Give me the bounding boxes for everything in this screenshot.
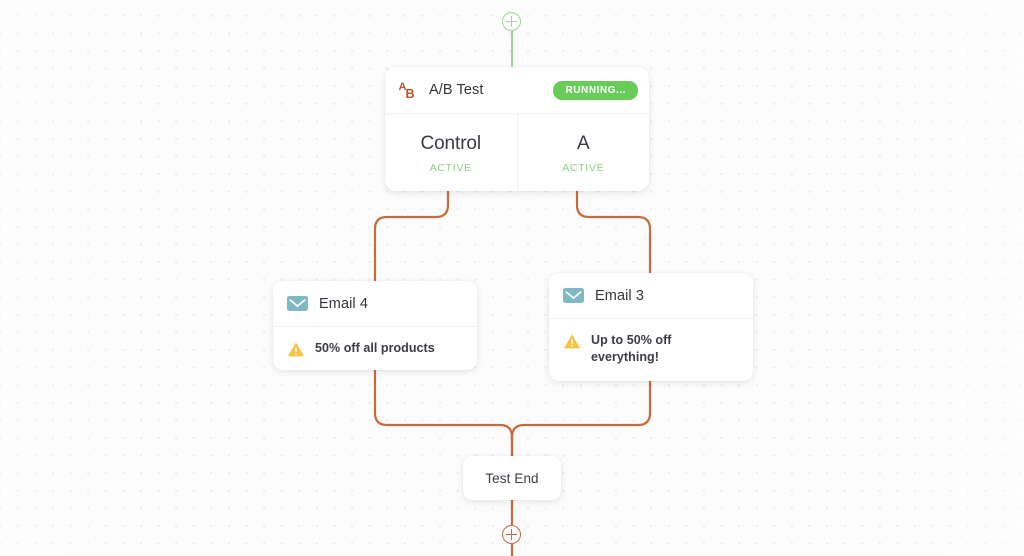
add-step-bottom-button[interactable] [502, 525, 521, 544]
test-end-label: Test End [485, 470, 539, 486]
email-header: Email 4 [273, 281, 477, 327]
ab-test-title: A/B Test [429, 82, 484, 98]
plus-icon [506, 16, 517, 27]
plus-icon [506, 529, 517, 540]
warning-triangle-icon [563, 333, 581, 350]
ab-test-node[interactable]: A B A/B Test RUNNING... Control ACTIVE A… [385, 67, 649, 191]
email-body: Up to 50% off everything! [549, 319, 753, 365]
edge-email4-to-testend [373, 368, 514, 458]
ab-test-header: A B A/B Test RUNNING... [385, 67, 649, 114]
ab-test-variants: Control ACTIVE A ACTIVE [385, 114, 649, 190]
status-badge: RUNNING... [552, 80, 638, 100]
edge-email3-to-testend [510, 379, 652, 458]
edge-variant-a-to-email3 [575, 189, 652, 275]
envelope-icon [563, 288, 584, 303]
variant-status: ACTIVE [429, 162, 472, 174]
warning-triangle-icon [287, 341, 305, 358]
email-subject: Up to 50% off everything! [591, 333, 672, 364]
variant-status: ACTIVE [562, 162, 605, 174]
ab-test-icon: A B [398, 79, 420, 101]
email-node-left[interactable]: Email 4 50% off all products [273, 281, 477, 370]
email-body: 50% off all products [273, 327, 477, 358]
edge-control-to-email4 [373, 189, 450, 283]
variant-a[interactable]: A ACTIVE [516, 114, 650, 190]
email-node-right[interactable]: Email 3 Up to 50% off everything! [549, 273, 753, 381]
email-title: Email 4 [319, 295, 369, 312]
test-end-node[interactable]: Test End [463, 456, 561, 500]
email-header: Email 3 [549, 273, 753, 319]
svg-text:B: B [406, 87, 415, 101]
variant-control[interactable]: Control ACTIVE [385, 114, 517, 190]
add-step-top-button[interactable] [502, 12, 521, 31]
svg-text:A: A [399, 81, 407, 93]
envelope-icon [287, 296, 308, 311]
email-title: Email 3 [595, 287, 645, 304]
variant-name: Control [420, 133, 482, 154]
variant-name: A [576, 133, 590, 154]
email-subject: 50% off all products [315, 341, 435, 355]
